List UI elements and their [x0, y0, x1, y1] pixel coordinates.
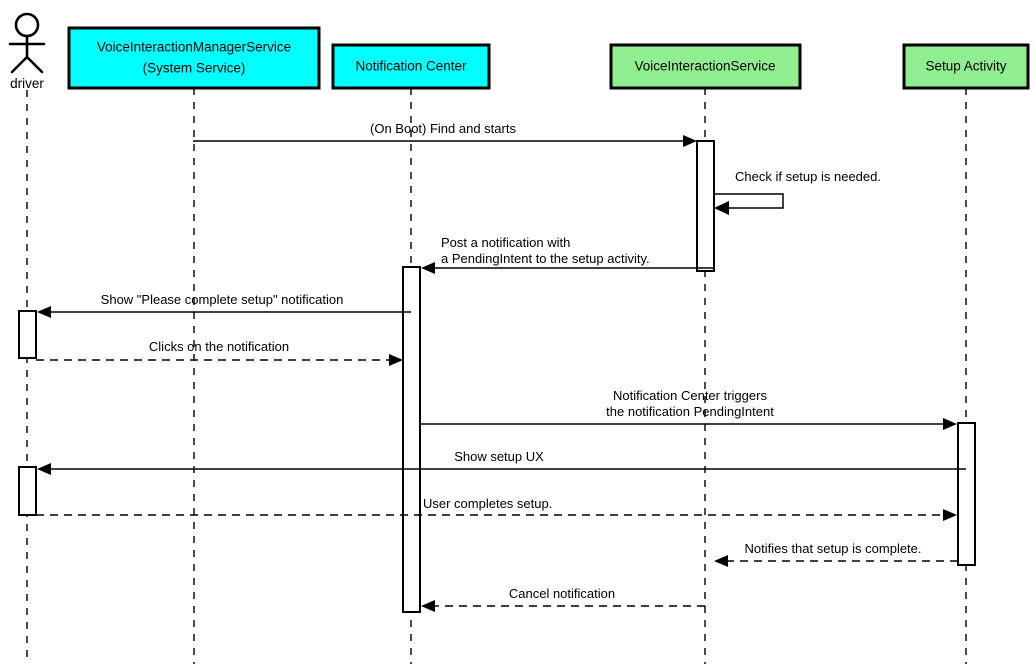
activation-bars-layer [18, 140, 976, 613]
message-label-show-please-complete-setup-notification: Show "Please complete setup" notificatio… [101, 292, 344, 307]
participant-label-voiceinteractionservice: VoiceInteractionService [634, 59, 775, 74]
message-label-cancel-notification: Cancel notification [509, 586, 615, 601]
message-notifies-that-setup-is-complete[interactable]: Notifies that setup is complete. [714, 541, 958, 567]
actor-leg-left [10, 55, 29, 74]
activation-bar-setup-activity [957, 422, 976, 566]
message-label-notification-center-triggers-line1: Notification Center triggers [613, 388, 767, 403]
message-label-notification-center-triggers-line2: the notification PendingIntent [606, 404, 774, 419]
arrowhead-left-icon [421, 600, 435, 612]
participant-box-setup-activity-rect [902, 43, 1030, 90]
message-label-clicks-on-the-notification: Clicks on the notification [149, 339, 289, 354]
message-cancel-notification[interactable]: Cancel notification [421, 586, 705, 612]
arrowhead-right-icon [943, 509, 957, 521]
message-clicks-on-the-notification[interactable]: Clicks on the notification [36, 339, 403, 366]
participant-label-notification-center: Notification Center [355, 59, 467, 74]
message-on-boot-find-and-starts[interactable]: (On Boot) Find and starts [193, 121, 697, 147]
message-self-loop-path [714, 193, 784, 209]
message-show-setup-ux[interactable]: Show setup UX [37, 449, 966, 475]
message-label-post-a-notification-line2: a PendingIntent to the setup activity. [441, 251, 650, 266]
actor-head-icon [14, 12, 40, 38]
participant-box-notification-center-rect [331, 43, 491, 90]
message-show-please-complete-setup-notification[interactable]: Show "Please complete setup" notificatio… [37, 292, 411, 318]
message-user-completes-setup[interactable]: User completes setup. [36, 496, 957, 521]
participant-label-vims-line1: VoiceInteractionManagerService [97, 40, 291, 55]
activation-bar-notification-center [402, 266, 421, 613]
activation-bar-driver-1 [18, 310, 37, 359]
message-label-check-if-setup-is-needed: Check if setup is needed. [735, 169, 881, 184]
participant-label-setup-activity: Setup Activity [925, 59, 1006, 74]
arrowhead-right-icon [683, 135, 697, 147]
message-post-a-notification[interactable]: Post a notification with a PendingIntent… [421, 235, 714, 274]
message-label-on-boot-find-and-starts: (On Boot) Find and starts [370, 121, 516, 136]
arrowhead-right-icon [389, 354, 403, 366]
arrowhead-left-icon [714, 555, 728, 567]
participant-box-vims-rect [67, 26, 321, 90]
arrowhead-left-icon [714, 201, 729, 215]
participant-box-setup-activity[interactable]: Setup Activity [902, 43, 1030, 90]
activation-bar-voiceinteractionservice [696, 140, 715, 272]
actor-leg-right [25, 55, 44, 74]
actor-driver[interactable]: driver [8, 12, 46, 91]
participant-label-vims-line2: (System Service) [143, 61, 246, 76]
arrowhead-right-icon [943, 418, 957, 430]
message-label-post-a-notification-line1: Post a notification with [441, 235, 570, 250]
arrowhead-left-icon [37, 463, 51, 475]
arrowhead-left-icon [421, 262, 435, 274]
participant-box-notification-center[interactable]: Notification Center [331, 43, 491, 90]
actor-label-driver: driver [10, 76, 44, 91]
message-label-show-setup-ux: Show setup UX [454, 449, 544, 464]
participant-box-vims[interactable]: VoiceInteractionManagerService (System S… [67, 26, 321, 90]
message-label-user-completes-setup: User completes setup. [423, 496, 552, 511]
participant-box-voiceinteractionservice-rect [609, 43, 802, 90]
activation-bar-driver-2 [18, 466, 37, 516]
participant-box-voiceinteractionservice[interactable]: VoiceInteractionService [609, 43, 802, 90]
message-label-notifies-that-setup-is-complete: Notifies that setup is complete. [744, 541, 921, 556]
message-check-if-setup-is-needed[interactable]: Check if setup is needed. [714, 169, 881, 215]
arrowhead-left-icon [37, 306, 51, 318]
message-notification-center-triggers[interactable]: Notification Center triggers the notific… [420, 388, 957, 430]
